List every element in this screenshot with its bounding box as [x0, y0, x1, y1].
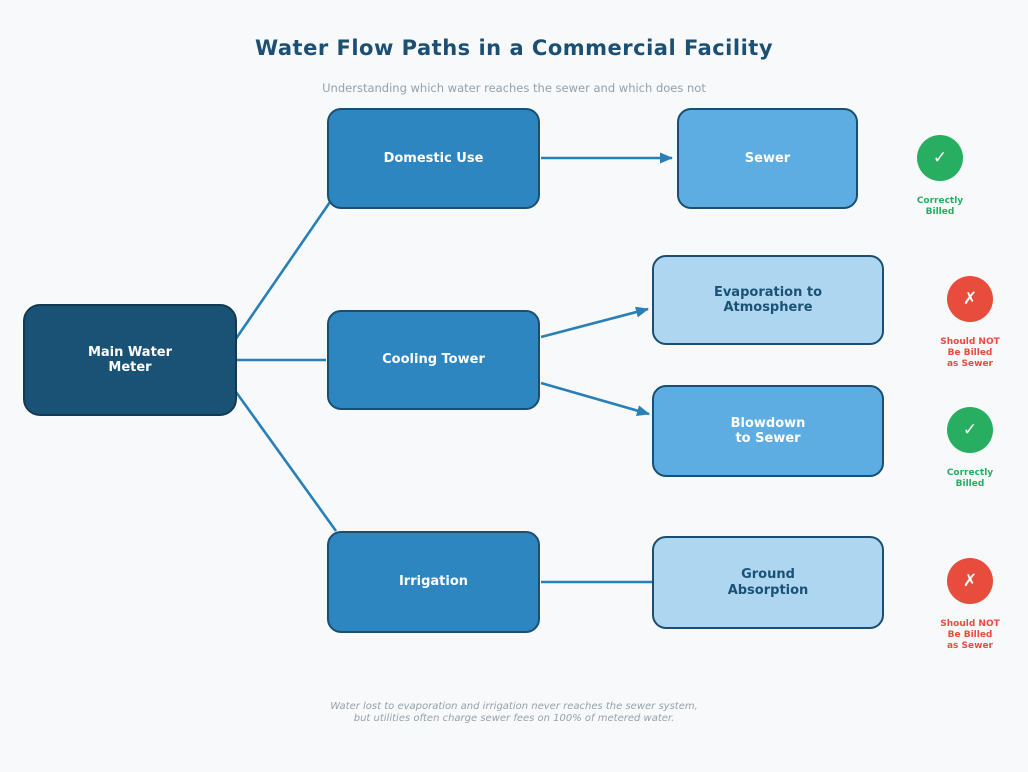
- footer-note: Water lost to evaporation and irrigation…: [330, 701, 698, 724]
- node-cooling-tower: Cooling Tower: [327, 310, 540, 410]
- node-domestic-use: Domestic Use: [327, 108, 540, 209]
- node-irrigation: Irrigation: [327, 531, 540, 633]
- node-blowdown-to-sewer: Blowdown to Sewer: [652, 385, 884, 477]
- status-label-evaporation: Should NOT Be Billed as Sewer: [940, 337, 1000, 369]
- status-label-ground: Should NOT Be Billed as Sewer: [940, 619, 1000, 651]
- edge-cooling-to-evaporation: [540, 306, 649, 339]
- node-evaporation-to-atmosphere: Evaporation to Atmosphere: [652, 255, 884, 345]
- check-icon: ✓: [917, 135, 963, 181]
- status-label-sewer: Correctly Billed: [916, 196, 964, 217]
- edge-cooling-to-blowdown: [540, 381, 650, 416]
- node-ground-absorption: Ground Absorption: [652, 536, 884, 629]
- x-icon: ✗: [947, 558, 993, 604]
- status-label-blowdown: Correctly Billed: [946, 468, 994, 489]
- page-subtitle: Understanding which water reaches the se…: [322, 81, 706, 95]
- node-sewer: Sewer: [677, 108, 858, 209]
- check-icon: ✓: [947, 407, 993, 453]
- edge-meter-to-domestic: [231, 201, 332, 344]
- x-icon: ✗: [947, 276, 993, 322]
- node-main-water-meter: Main Water Meter: [23, 304, 237, 416]
- page-title: Water Flow Paths in a Commercial Facilit…: [254, 36, 774, 60]
- edge-meter-to-irrigation: [234, 391, 338, 532]
